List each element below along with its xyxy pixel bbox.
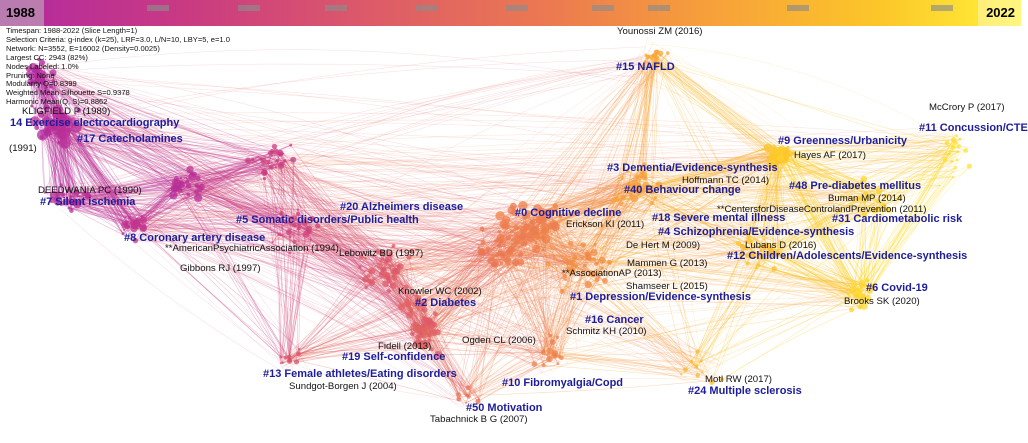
cluster-label-0[interactable]: #0 Cognitive decline <box>515 207 622 219</box>
ref-label-shamseer[interactable]: Shamseer L (2015) <box>626 281 708 292</box>
info-timespan: Timespan: 1988-2022 (Slice Length=1) <box>6 26 138 35</box>
timeline-gradient <box>0 0 1021 26</box>
network-summary: Timespan: 1988-2022 (Slice Length=1) Sel… <box>6 26 230 107</box>
ref-label-kligfield[interactable]: KLIGFIELD P (1989) <box>22 106 111 117</box>
info-largest-cc: Largest CC: 2943 (82%) <box>6 52 88 62</box>
ref-label-motl[interactable]: Motl RW (2017) <box>705 374 772 385</box>
info-modularity: Modularity Q=0.8399 <box>6 79 77 89</box>
ref-label-assocap[interactable]: **AssociationAP (2013) <box>562 268 662 279</box>
ref-label-fidell[interactable]: Fidell (2013) <box>378 341 432 352</box>
ref-label-1991[interactable]: (1991) <box>9 143 37 154</box>
cluster-label-11[interactable]: #11 Concussion/CTE <box>919 122 1028 134</box>
cluster-label-10[interactable]: #10 Fibromyalgia/Copd <box>502 377 624 389</box>
cluster-label-20[interactable]: #20 Alzheimers disease <box>340 201 464 213</box>
cluster-label-2[interactable]: #2 Diabetes <box>415 297 477 309</box>
ref-label-deedwania[interactable]: DEEDWANIA PC (1990) <box>38 185 142 196</box>
ref-label-lebowitz[interactable]: Lebowitz BD (1997) <box>339 248 424 259</box>
info-selection-criteria: Selection Criteria: g-index (k=25), LRF=… <box>6 34 230 44</box>
cluster-label-4[interactable]: #4 Schizophrenia/Evidence-synthesis <box>658 226 855 238</box>
info-nodes-labeled: Nodes Labeled: 1.0% <box>6 61 79 71</box>
cluster-label-50[interactable]: #50 Motivation <box>466 402 543 414</box>
ref-label-lubans[interactable]: Lubans D (2016) <box>745 240 817 251</box>
timeline-end-year: 2022 <box>986 5 1015 20</box>
cluster-label-14[interactable]: 14 Exercise electrocardiography <box>10 117 180 129</box>
timeline-color-bar: 1988 2022 <box>0 0 1021 26</box>
cluster-label-40[interactable]: #40 Behaviour change <box>624 184 741 196</box>
cluster-label-7[interactable]: #7 Silent ischemia <box>40 196 136 208</box>
cluster-label-1[interactable]: #1 Depression/Evidence-synthesis <box>570 291 751 303</box>
timeline-start-year: 1988 <box>6 5 35 20</box>
ref-label-erickson[interactable]: Erickson KI (2011) <box>566 219 645 230</box>
network-edges <box>24 36 972 408</box>
ref-label-knowler[interactable]: Knowler WC (2002) <box>398 286 482 297</box>
ref-label-mccrory[interactable]: McCrory P (2017) <box>929 102 1005 113</box>
ref-label-tabachnick[interactable]: Tabachnick B G (2007) <box>430 414 528 425</box>
ref-label-schmitz[interactable]: Schmitz KH (2010) <box>566 326 647 337</box>
info-silhouette: Weighted Mean Silhouette S=0.9378 <box>6 88 130 98</box>
cocitation-network[interactable] <box>0 26 1021 443</box>
cluster-label-8[interactable]: #8 Coronary artery disease <box>124 232 266 244</box>
cluster-label-24[interactable]: #24 Multiple sclerosis <box>688 385 802 397</box>
network-nodes <box>25 49 973 404</box>
ref-label-mammen[interactable]: Mammen G (2013) <box>627 258 708 269</box>
cluster-label-31[interactable]: #31 Cardiometabolic risk <box>832 213 963 225</box>
ref-label-dehert[interactable]: De Hert M (2009) <box>626 240 701 251</box>
info-pruning: Pruning: None <box>6 70 55 80</box>
ref-label-ogden[interactable]: Ogden CL (2006) <box>462 335 536 346</box>
ref-label-sundgot[interactable]: Sundgot-Borgen J (2004) <box>289 381 397 392</box>
cluster-label-9[interactable]: #9 Greenness/Urbanicity <box>778 135 908 147</box>
cluster-label-48[interactable]: #48 Pre-diabetes mellitus <box>789 180 922 192</box>
ref-label-younossi[interactable]: Younossi ZM (2016) <box>617 26 703 37</box>
cluster-label-5[interactable]: #5 Somatic disorders/Public health <box>236 214 419 226</box>
cluster-label-18[interactable]: #18 Severe mental illness <box>652 212 786 224</box>
info-network-size: Network: N=3552, E=16002 (Density=0.0025… <box>6 43 160 53</box>
ref-label-cdc[interactable]: **CentersforDiseaseControlandPrevention … <box>717 204 927 215</box>
info-harmonic-mean: Harmonic Mean(Q, S)=0.8862 <box>6 97 108 107</box>
cluster-label-16[interactable]: #16 Cancer <box>585 314 644 326</box>
ref-label-brooks[interactable]: Brooks SK (2020) <box>844 296 920 307</box>
cluster-label-17[interactable]: #17 Catecholamines <box>77 133 183 145</box>
ref-label-buman[interactable]: Buman MP (2014) <box>828 193 906 204</box>
cluster-label-13[interactable]: #13 Female athletes/Eating disorders <box>263 368 457 380</box>
cluster-label-19[interactable]: #19 Self-confidence <box>342 351 446 363</box>
ref-label-hoffmann[interactable]: Hoffmann TC (2014) <box>682 175 770 186</box>
cluster-label-15[interactable]: #15 NAFLD <box>616 61 675 73</box>
ref-label-apa[interactable]: **AmericanPsychiatricAssociation (1994) <box>165 243 339 254</box>
ref-label-gibbons[interactable]: Gibbons RJ (1997) <box>180 263 261 274</box>
cluster-label-3[interactable]: #3 Dementia/Evidence-synthesis <box>607 162 778 174</box>
cluster-label-12[interactable]: #12 Children/Adolescents/Evidence-synthe… <box>727 250 968 262</box>
ref-label-hayes[interactable]: Hayes AF (2017) <box>794 150 866 161</box>
cluster-label-6[interactable]: #6 Covid-19 <box>866 282 928 294</box>
